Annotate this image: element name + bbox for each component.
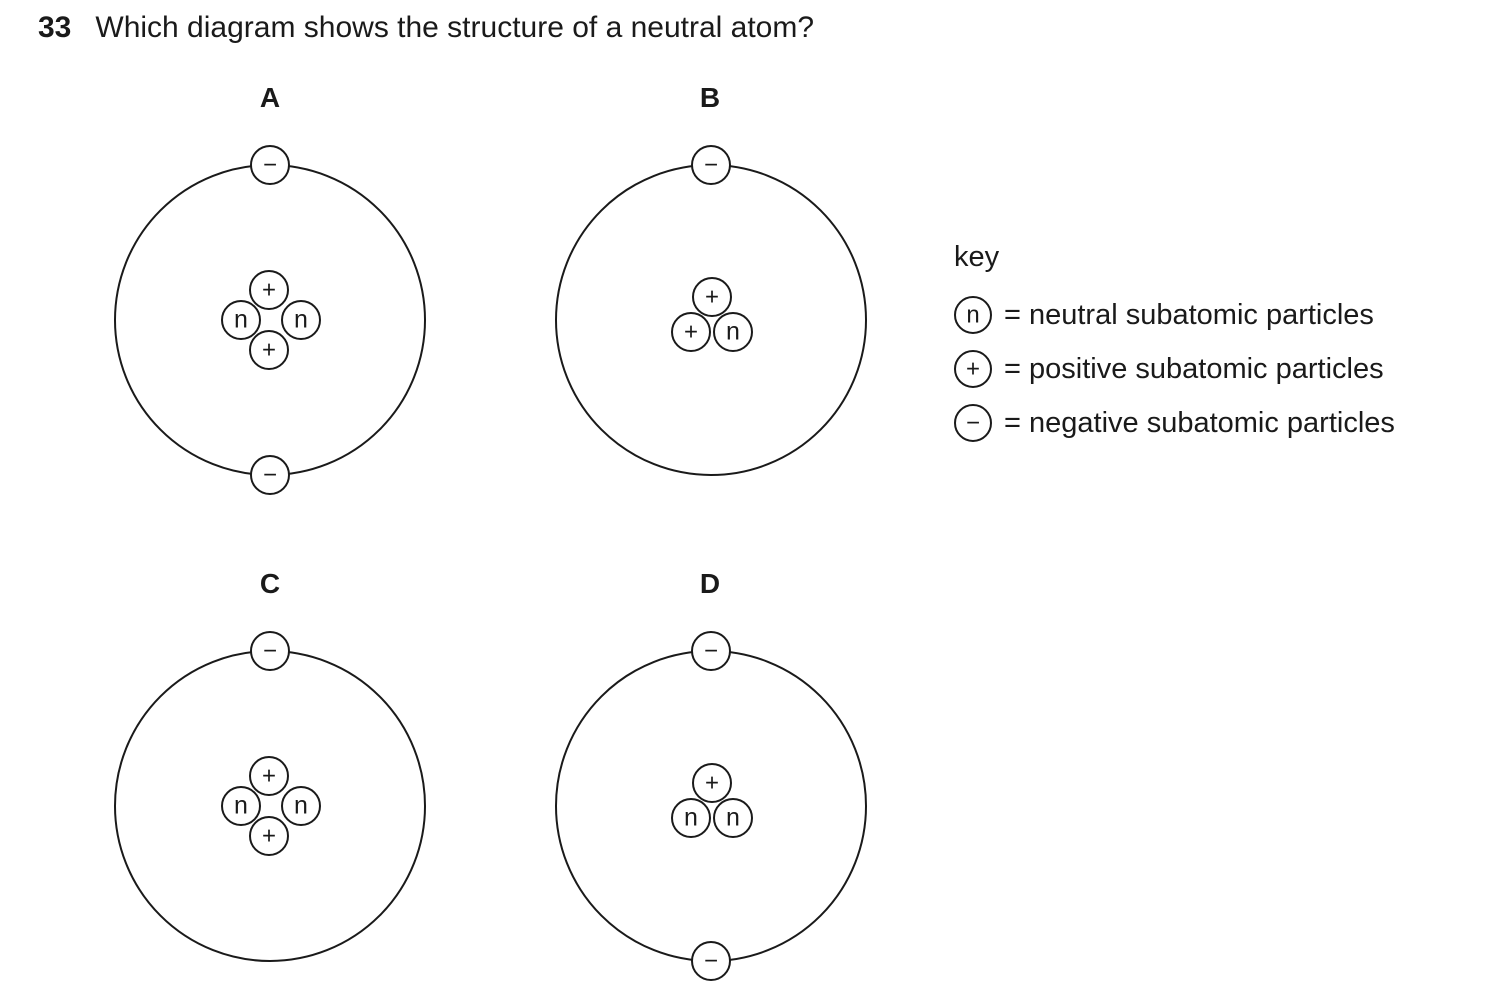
- neutral-particle: n: [713, 798, 753, 838]
- neutral-particle-symbol: n: [294, 306, 308, 334]
- key-item-neutral: n = neutral subatomic particles: [952, 294, 1374, 336]
- positive-particle: +: [692, 277, 732, 317]
- positive-particle: +: [249, 270, 289, 310]
- key-symbol-negative: −: [966, 409, 980, 436]
- key-text-negative: = negative subatomic particles: [1004, 406, 1395, 439]
- option-label-a: A: [259, 82, 281, 113]
- electron-symbol: −: [263, 151, 277, 178]
- electron: −: [250, 455, 290, 495]
- positive-particle: +: [249, 816, 289, 856]
- neutral-particle-symbol: n: [726, 318, 740, 346]
- electron-symbol: −: [704, 947, 718, 974]
- electron-shell: [555, 164, 867, 476]
- neutral-particle-symbol: n: [234, 792, 248, 820]
- question-text: Which diagram shows the structure of a n…: [95, 11, 815, 44]
- question: 33 Which diagram shows the structure of a…: [38, 8, 814, 48]
- neutral-particle-symbol: n: [234, 306, 248, 334]
- positive-particle-symbol: +: [684, 318, 698, 345]
- electron-shell: [114, 164, 426, 476]
- neutral-particle-symbol: n: [294, 792, 308, 820]
- key-title: key: [954, 241, 1000, 273]
- positive-particle-symbol: +: [705, 769, 719, 796]
- neutral-particle: n: [221, 300, 261, 340]
- option-label-b: B: [699, 82, 721, 113]
- positive-particle-symbol: +: [262, 276, 276, 303]
- electron: −: [691, 941, 731, 981]
- question-number: 33: [38, 11, 72, 44]
- neutral-particle: n: [281, 300, 321, 340]
- neutral-particle: n: [713, 312, 753, 352]
- neutral-particle-symbol: n: [726, 804, 740, 832]
- electron-symbol: −: [704, 637, 718, 664]
- atom-diagram-a: + n n + − −: [114, 145, 426, 495]
- positive-particle: +: [692, 763, 732, 803]
- neutral-particle-icon: n: [954, 296, 992, 334]
- positive-particle-symbol: +: [262, 822, 276, 849]
- positive-particle-symbol: +: [262, 336, 276, 363]
- neutral-particle: n: [671, 798, 711, 838]
- neutral-particle: n: [281, 786, 321, 826]
- electron: −: [250, 145, 290, 185]
- option-label-c: C: [259, 568, 281, 599]
- neutral-particle-symbol: n: [684, 804, 698, 832]
- electron: −: [250, 631, 290, 671]
- neutral-particle: n: [221, 786, 261, 826]
- positive-particle: +: [671, 312, 711, 352]
- electron: −: [691, 145, 731, 185]
- positive-particle-symbol: +: [262, 762, 276, 789]
- electron-shell: [555, 650, 867, 962]
- option-label-d: D: [699, 568, 721, 599]
- key-symbol-neutral: n: [966, 301, 979, 328]
- negative-particle-icon: −: [954, 404, 992, 442]
- positive-particle: +: [249, 330, 289, 370]
- electron: −: [691, 631, 731, 671]
- electron-symbol: −: [263, 461, 277, 488]
- electron-shell: [114, 650, 426, 962]
- electron-symbol: −: [704, 151, 718, 178]
- electron-symbol: −: [263, 637, 277, 664]
- positive-particle-icon: +: [954, 350, 992, 388]
- positive-particle-symbol: +: [705, 283, 719, 310]
- key-item-positive: + = positive subatomic particles: [952, 348, 1384, 390]
- key-item-negative: − = negative subatomic particles: [952, 402, 1395, 444]
- atom-diagram-c: + n n + −: [114, 631, 426, 962]
- key-text-neutral: = neutral subatomic particles: [1004, 298, 1374, 331]
- atom-diagram-b: + + n −: [555, 145, 867, 476]
- key-text-positive: = positive subatomic particles: [1004, 352, 1384, 385]
- key-symbol-positive: +: [966, 355, 980, 382]
- positive-particle: +: [249, 756, 289, 796]
